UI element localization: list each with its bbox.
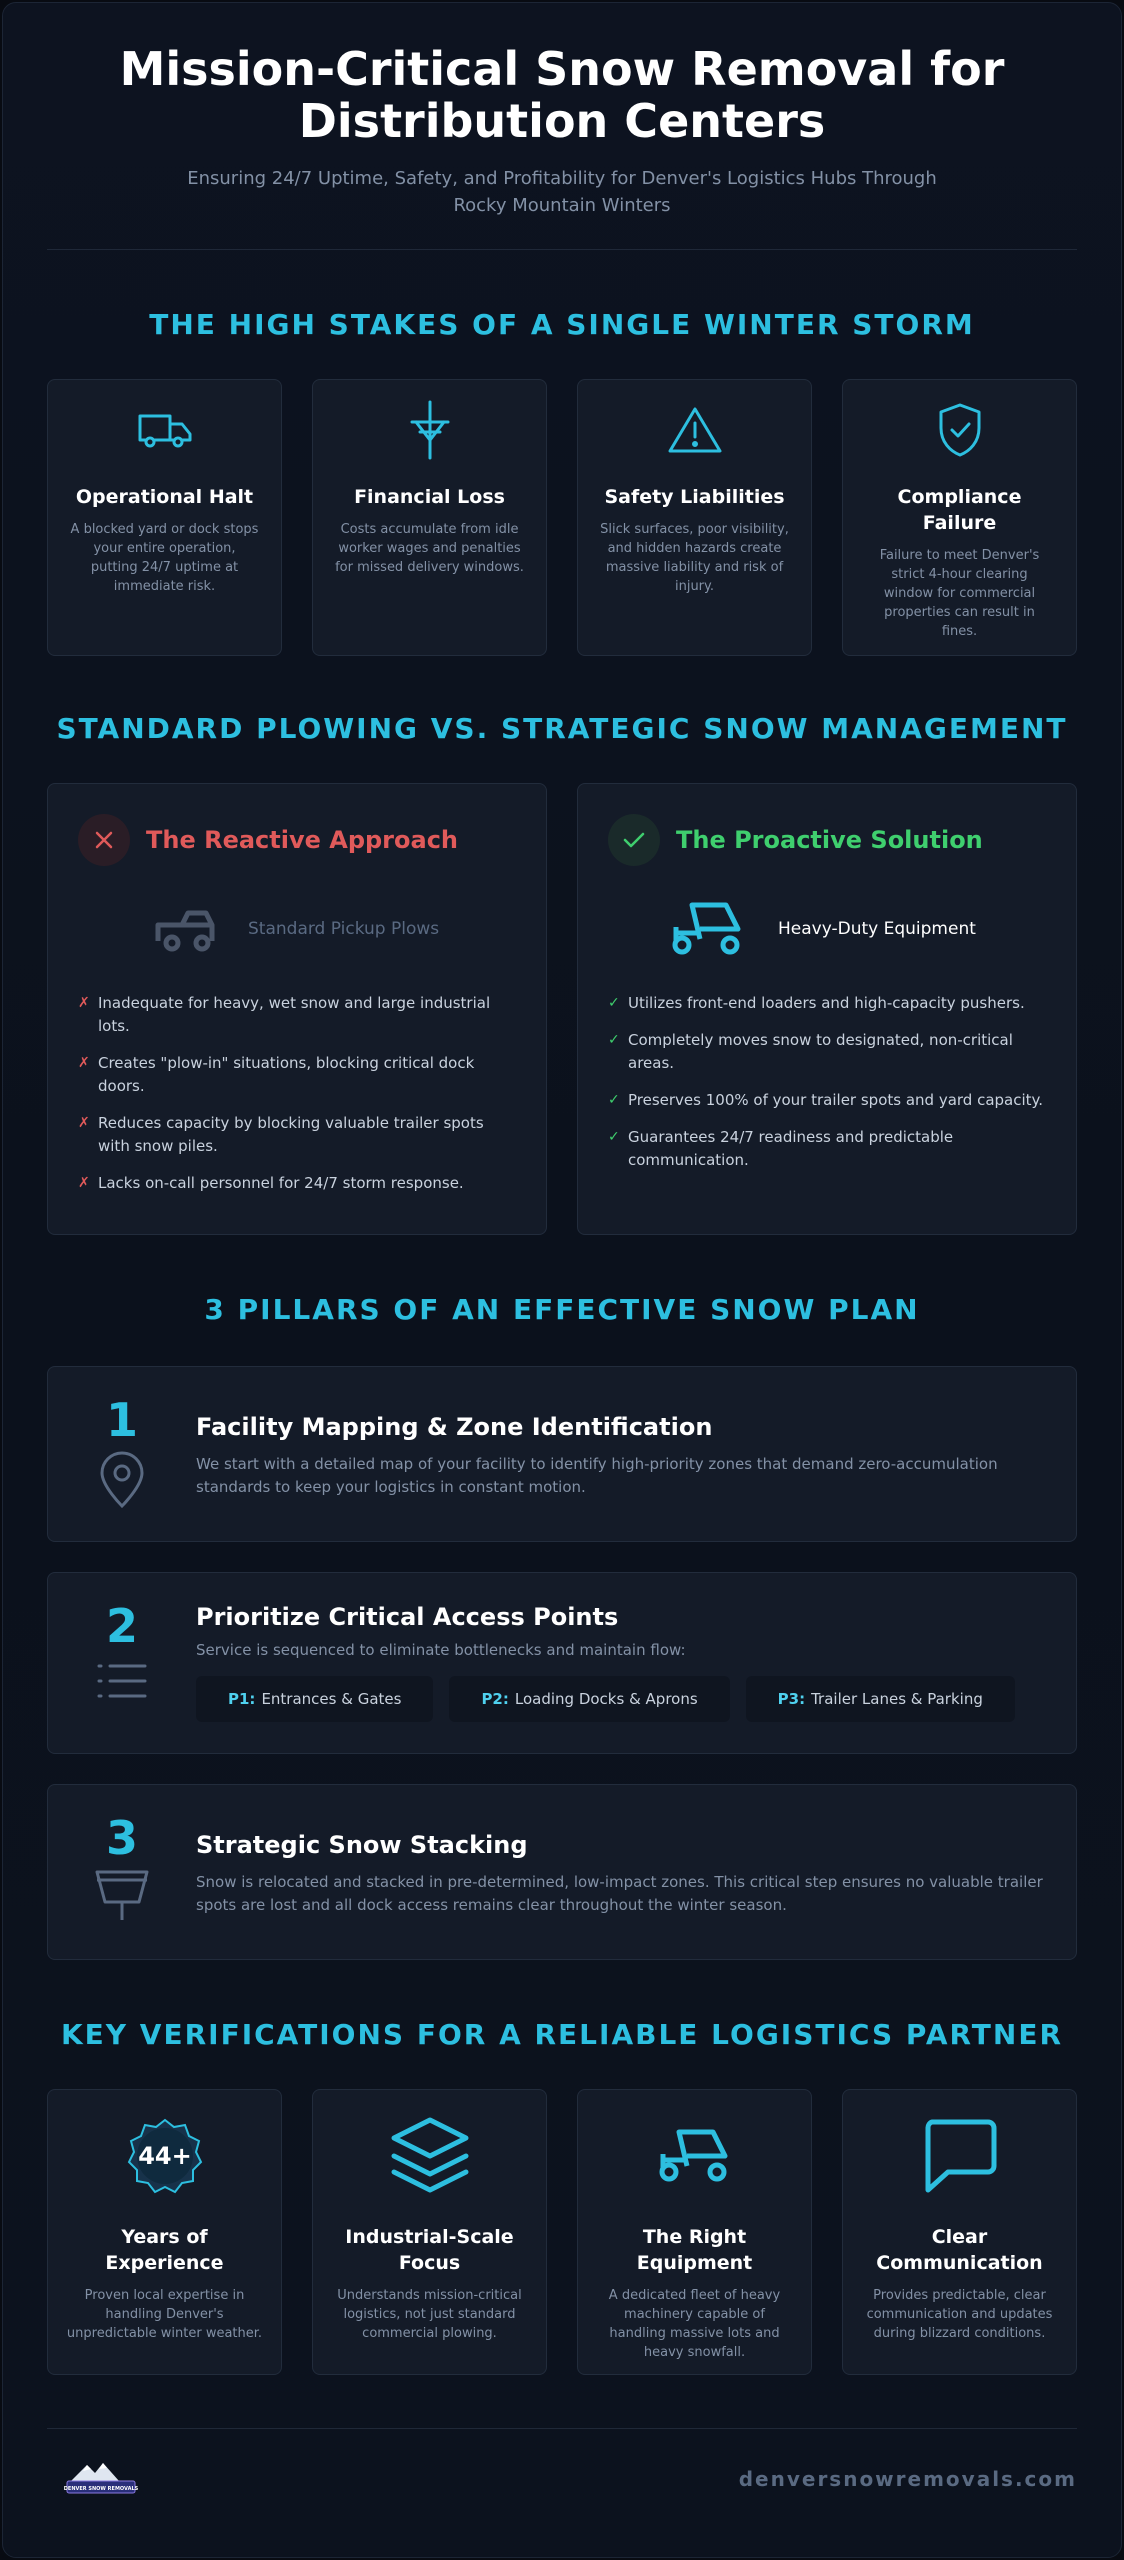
- verif-title: Years of Experience: [105, 2226, 224, 2274]
- comparison-section-title: STANDARD PLOWING VS. STRATEGIC SNOW MANA…: [56, 712, 1068, 745]
- warning-icon: [578, 402, 811, 458]
- pillar-text: We start with a detailed map of your fac…: [196, 1455, 998, 1496]
- company-logo: DENVER SNOW REMOVALS: [63, 2457, 139, 2501]
- stake-title: Compliance Failure: [897, 486, 1022, 534]
- reactive-approach-card: The Reactive Approach Standard Pickup Pl…: [47, 783, 547, 1235]
- stake-title: Financial Loss: [354, 486, 505, 508]
- list-item: ✗Creates "plow-in" situations, blocking …: [78, 1054, 475, 1095]
- header-divider: [47, 249, 1077, 250]
- stake-card-compliance-failure: Compliance Failure Failure to meet Denve…: [842, 379, 1077, 656]
- list-item: ✗Reduces capacity by blocking valuable t…: [78, 1114, 484, 1155]
- pillar-card-3: 3 Strategic Snow Stacking Snow is reloca…: [47, 1784, 1077, 1960]
- footer-url[interactable]: denversnowremovals.com: [738, 2466, 1077, 2491]
- logo-text: DENVER SNOW REMOVALS: [64, 2486, 139, 2492]
- reactive-title: The Reactive Approach: [146, 826, 459, 854]
- pillar-number: 1: [105, 1393, 138, 1447]
- verif-card-communication: Clear Communication Provides predictable…: [842, 2089, 1077, 2375]
- pickup-plow-icon: [118, 905, 218, 953]
- pillar-title: Prioritize Critical Access Points: [196, 1603, 619, 1631]
- funnel-icon: [48, 1869, 196, 1927]
- header: Mission-Critical Snow Removal for Distri…: [3, 3, 1121, 219]
- comparison-grid: The Reactive Approach Standard Pickup Pl…: [3, 783, 1121, 1235]
- page-subtitle: Ensuring 24/7 Uptime, Safety, and Profit…: [187, 168, 937, 216]
- priority-tag-p3: P3:Trailer Lanes & Parking: [745, 1676, 1015, 1722]
- stake-title: Safety Liabilities: [604, 486, 785, 508]
- verif-card-industrial-scale: Industrial-Scale Focus Understands missi…: [312, 2089, 547, 2375]
- financial-loss-icon: [313, 400, 546, 460]
- pillar-title: Strategic Snow Stacking: [196, 1831, 528, 1859]
- stake-text: Costs accumulate from idle worker wages …: [335, 522, 524, 575]
- reactive-equipment-label: Standard Pickup Plows: [248, 919, 440, 939]
- list-item: ✓Completely moves snow to designated, no…: [608, 1031, 1013, 1072]
- priority-tag-p1: P1:Entrances & Gates: [196, 1676, 434, 1722]
- verifications-grid: 44+ Years of Experience Proven local exp…: [3, 2089, 1121, 2375]
- pillar-title: Facility Mapping & Zone Identification: [196, 1413, 713, 1441]
- list-item: ✗Lacks on-call personnel for 24/7 storm …: [78, 1174, 464, 1192]
- verif-card-experience: 44+ Years of Experience Proven local exp…: [47, 2089, 282, 2375]
- verifications-section-title: KEY VERIFICATIONS FOR A RELIABLE LOGISTI…: [60, 2018, 1064, 2051]
- check-icon: [608, 814, 660, 866]
- page-title: Mission-Critical Snow Removal for Distri…: [119, 42, 1005, 148]
- priority-tags: P1:Entrances & Gates P2:Loading Docks & …: [196, 1676, 1076, 1722]
- stake-card-operational-halt: Operational Halt A blocked yard or dock …: [47, 379, 282, 656]
- priority-tag-p2: P2:Loading Docks & Aprons: [449, 1676, 730, 1722]
- stake-card-safety-liabilities: Safety Liabilities Slick surfaces, poor …: [577, 379, 812, 656]
- proactive-title: The Proactive Solution: [676, 826, 983, 854]
- list-item: ✓Preserves 100% of your trailer spots an…: [608, 1091, 1044, 1109]
- loader-equipment-icon: [648, 899, 748, 959]
- stakes-section-title: THE HIGH STAKES OF A SINGLE WINTER STORM: [149, 308, 975, 341]
- list-item: ✓Guarantees 24/7 readiness and predictab…: [608, 1128, 954, 1169]
- reactive-list: ✗Inadequate for heavy, wet snow and larg…: [78, 992, 516, 1195]
- verif-text: Provides predictable, clear communicatio…: [866, 2288, 1053, 2341]
- pillar-card-1: 1 Facility Mapping & Zone Identification…: [47, 1366, 1077, 1542]
- truck-icon: [48, 402, 281, 458]
- list-icon: [48, 1661, 196, 1705]
- pillar-text: Snow is relocated and stacked in pre-det…: [196, 1873, 1043, 1914]
- badge-icon: 44+: [48, 2116, 281, 2196]
- pillar-card-2: 2 Prioritize Critical Access Points Serv…: [47, 1572, 1077, 1754]
- stake-card-financial-loss: Financial Loss Costs accumulate from idl…: [312, 379, 547, 656]
- verif-card-right-equipment: The Right Equipment A dedicated fleet of…: [577, 2089, 812, 2375]
- stake-text: Failure to meet Denver's strict 4-hour c…: [879, 548, 1040, 639]
- verif-title: Clear Communication: [876, 2226, 1043, 2274]
- stake-title: Operational Halt: [75, 486, 254, 508]
- verif-text: Proven local expertise in handling Denve…: [66, 2288, 263, 2341]
- stake-text: Slick surfaces, poor visibility, and hid…: [600, 522, 789, 594]
- proactive-equipment-label: Heavy-Duty Equipment: [778, 919, 976, 939]
- x-icon: [78, 814, 130, 866]
- loader-equipment-icon: [578, 2116, 811, 2196]
- pillars-section-title: 3 PILLARS OF AN EFFECTIVE SNOW PLAN: [204, 1293, 920, 1326]
- stakes-grid: Operational Halt A blocked yard or dock …: [3, 379, 1121, 656]
- pillar-number: 3: [105, 1811, 138, 1865]
- chat-bubble-icon: [843, 2116, 1076, 2196]
- footer: DENVER SNOW REMOVALS denversnowremovals.…: [47, 2428, 1077, 2528]
- shield-check-icon: [843, 402, 1076, 458]
- list-item: ✓Utilizes front-end loaders and high-cap…: [608, 994, 1025, 1012]
- verif-text: Understands mission-critical logistics, …: [337, 2288, 522, 2341]
- verif-title: The Right Equipment: [636, 2226, 753, 2274]
- map-pin-icon: [48, 1451, 196, 1513]
- layers-icon: [313, 2116, 546, 2196]
- proactive-list: ✓Utilizes front-end loaders and high-cap…: [608, 992, 1046, 1172]
- list-item: ✗Inadequate for heavy, wet snow and larg…: [78, 994, 491, 1035]
- verif-text: A dedicated fleet of heavy machinery cap…: [608, 2288, 781, 2360]
- pillar-number: 2: [105, 1599, 138, 1653]
- proactive-solution-card: The Proactive Solution Heavy-Duty Equipm…: [577, 783, 1077, 1235]
- stake-text: A blocked yard or dock stops your entire…: [70, 522, 259, 594]
- badge-value: 44+: [138, 2142, 192, 2170]
- verif-title: Industrial-Scale Focus: [345, 2226, 514, 2274]
- pillar-text: Service is sequenced to eliminate bottle…: [196, 1641, 686, 1659]
